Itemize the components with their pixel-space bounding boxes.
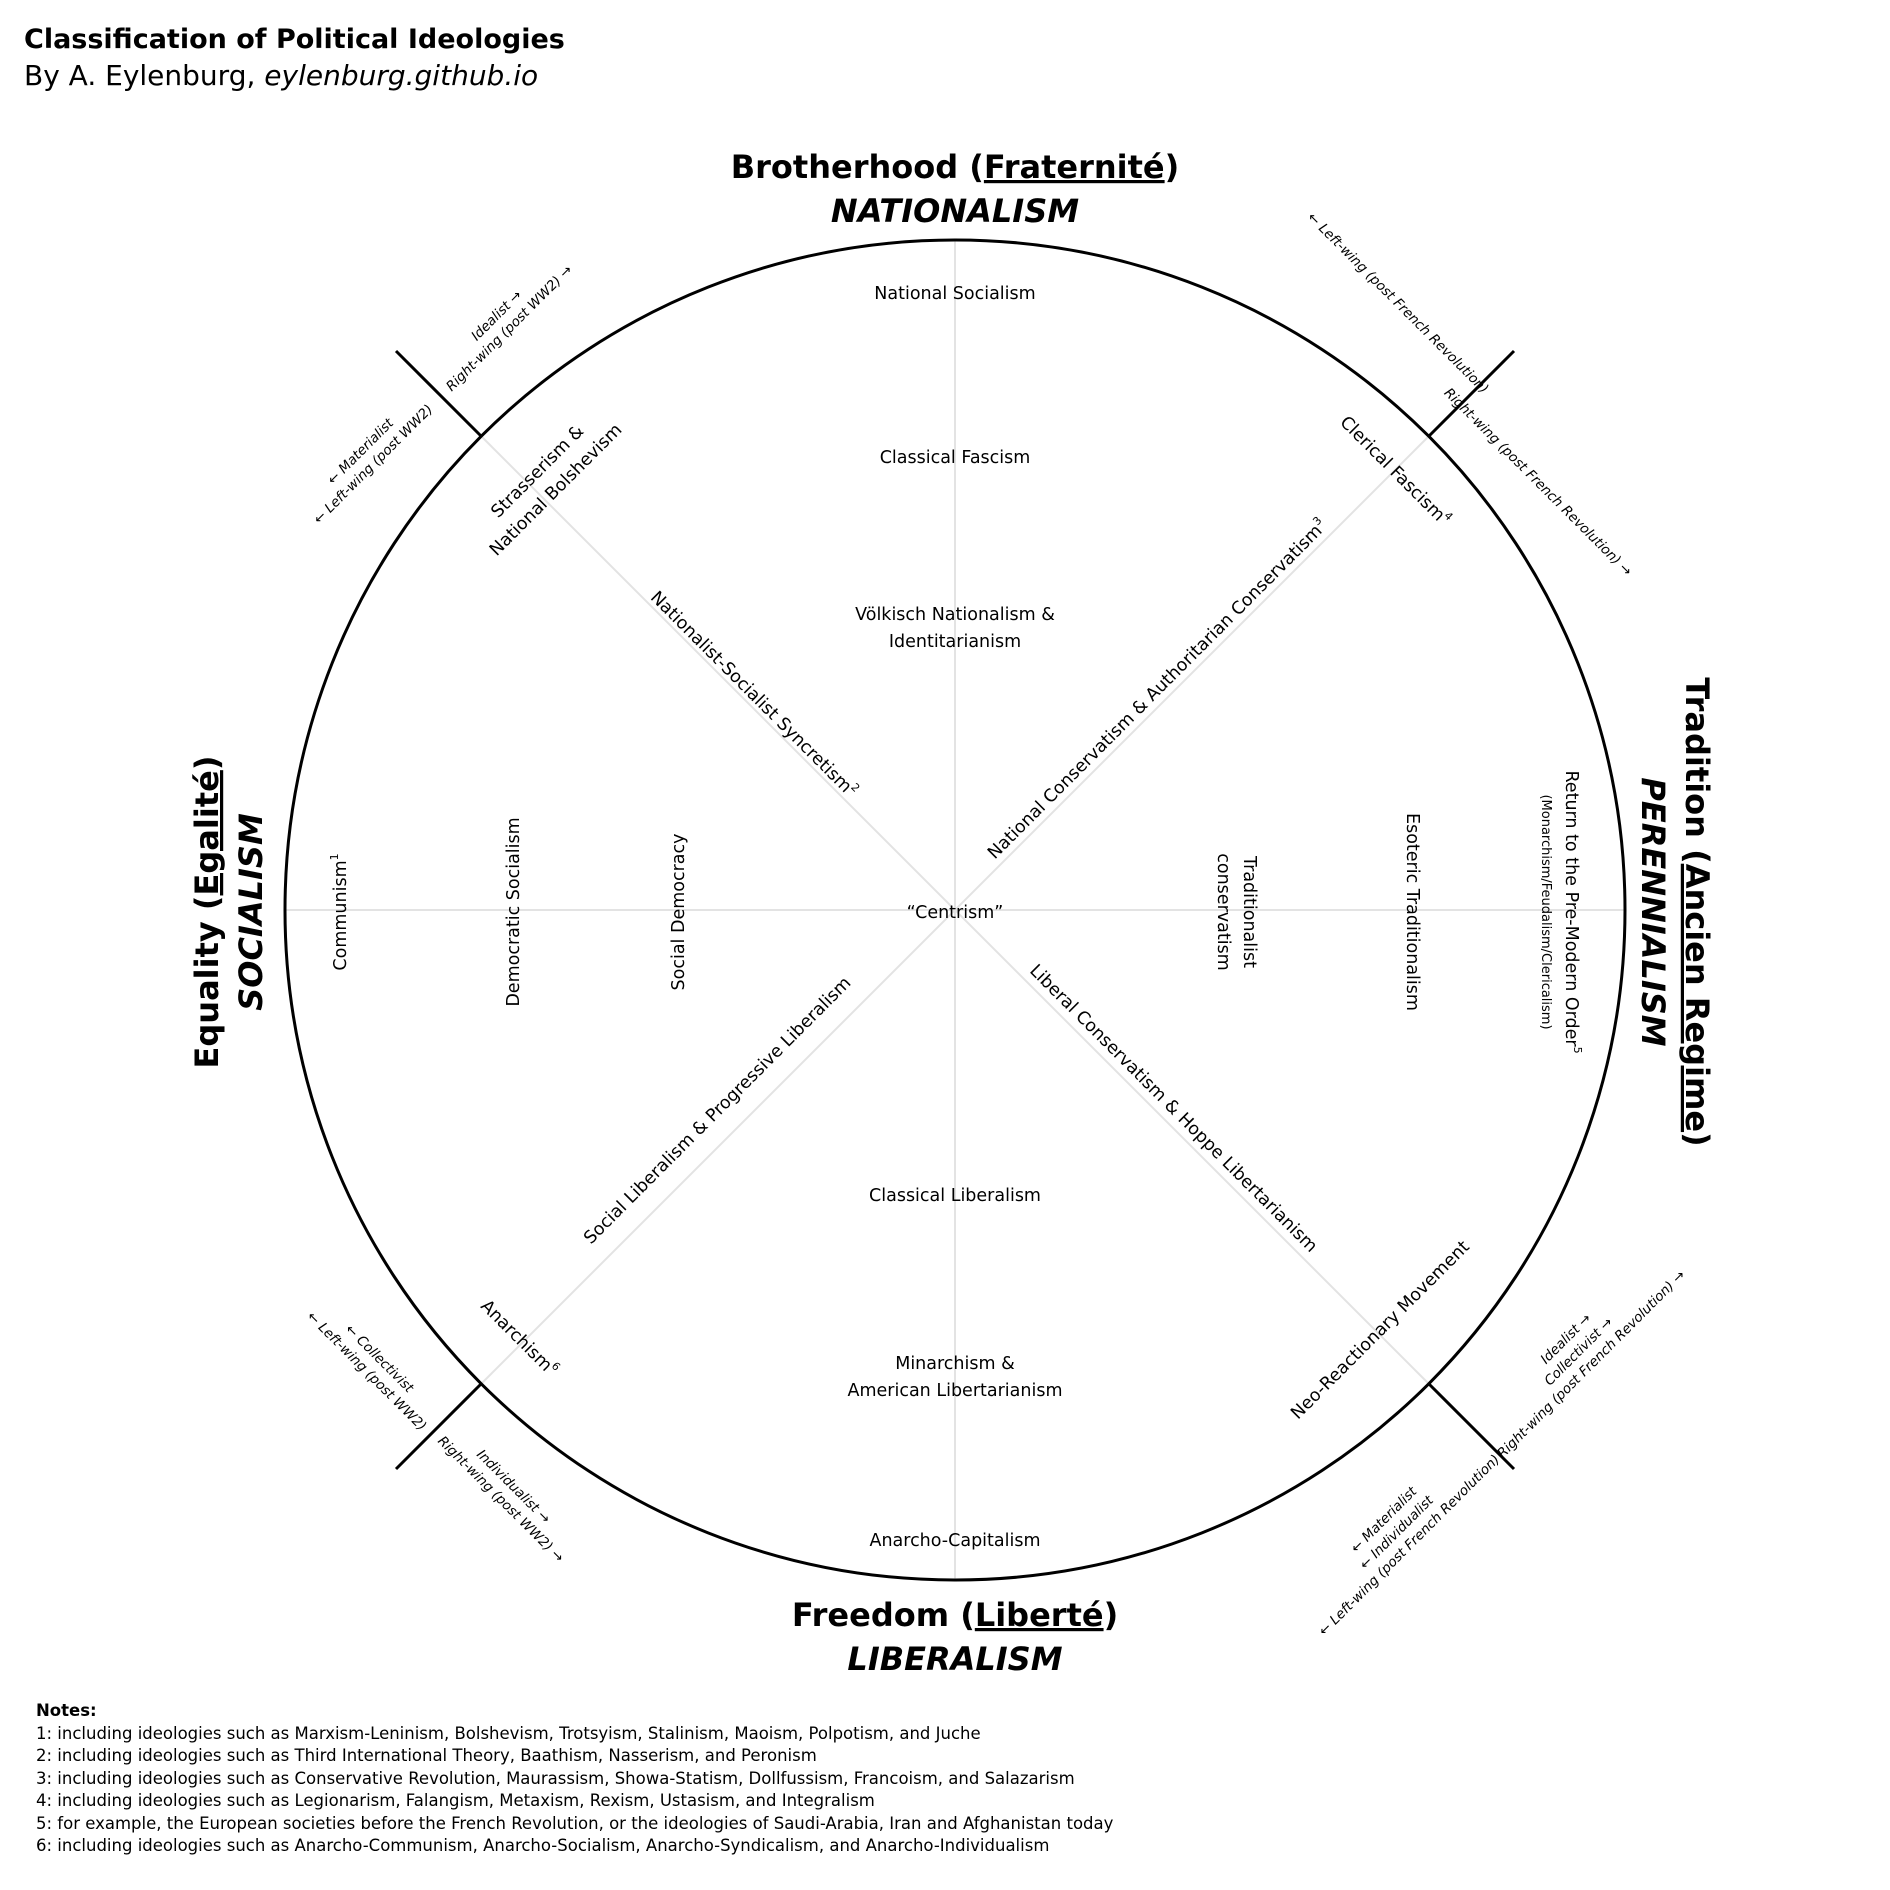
- note-item-6: 6: including ideologies such as Anarcho-…: [36, 1836, 1050, 1855]
- label-communism: Communism1: [328, 853, 351, 970]
- note-se-right-wing: Right-wing (post French Revolution) →: [1494, 1267, 1688, 1461]
- label-classical-fascism: Classical Fascism: [880, 448, 1031, 468]
- main-circle: [283, 238, 1627, 1582]
- note-item-4: 4: including ideologies such as Legionar…: [36, 1791, 875, 1810]
- pole-bottom: Freedom (Liberté) LIBERALISM: [792, 1596, 1118, 1678]
- pole-left-label: Equality (Egalité): [188, 756, 226, 1069]
- spoke-diagonal-ne-sw: [480, 435, 1430, 1385]
- label-liberal-conservatism: Liberal Conservatism & Hoppe Libertarian…: [1025, 961, 1321, 1257]
- label-volkisch-nationalism: Völkisch Nationalism &: [855, 605, 1055, 625]
- label-neo-reactionary: Neo-Reactionary Movement: [1287, 1237, 1474, 1424]
- note-nw-right-wing: Right-wing (post WW2) →: [443, 262, 576, 395]
- label-national-conservatism: National Conservatism & Authoritarian Co…: [982, 514, 1331, 863]
- pole-bottom-ideology: LIBERALISM: [847, 1640, 1062, 1678]
- label-return-premodern-order: Return to the Pre-Modern Order5: [1561, 770, 1584, 1053]
- label-esoteric-traditionalism: Esoteric Traditionalism: [1402, 813, 1422, 1011]
- pole-right: Tradition (Ancien Regime) PERENNIALISM: [1634, 677, 1716, 1146]
- pole-top-label: Brotherhood (Fraternité): [731, 148, 1179, 186]
- tick-ne: [1427, 349, 1516, 438]
- byline-author: By A. Eylenburg,: [24, 59, 265, 92]
- note-item-2: 2: including ideologies such as Third In…: [36, 1746, 817, 1765]
- header: Classification of Political Ideologies B…: [24, 24, 565, 92]
- notes: Notes: 1: including ideologies such as M…: [36, 1700, 1113, 1858]
- label-minarchism: Minarchism &: [895, 1354, 1015, 1374]
- tick-se: [1427, 1382, 1516, 1471]
- page-title: Classification of Political Ideologies: [24, 24, 565, 55]
- label-anarcho-capitalism: Anarcho-Capitalism: [869, 1531, 1040, 1551]
- label-centrism: “Centrism”: [907, 903, 1004, 923]
- label-identitarianism: Identitarianism: [889, 632, 1021, 652]
- label-democratic-socialism: Democratic Socialism: [504, 817, 524, 1006]
- label-anarchism: Anarchism6: [476, 1294, 563, 1381]
- pole-left: Equality (Egalité) SOCIALISM: [188, 756, 270, 1069]
- note-item-1: 1: including ideologies such as Marxism-…: [36, 1723, 981, 1743]
- ticks: [394, 349, 1516, 1471]
- note-sw-left-wing: ← Left-wing (post WW2): [304, 1309, 430, 1435]
- pole-bottom-label: Freedom (Liberté): [792, 1596, 1118, 1634]
- label-traditionalist: Traditionalist: [1239, 855, 1259, 968]
- note-se-left-wing: ← Left-wing (post French Revolution): [1316, 1452, 1503, 1639]
- tick-sw: [394, 1382, 483, 1471]
- label-social-democracy: Social Democracy: [669, 834, 689, 991]
- tick-nw: [394, 349, 483, 438]
- label-nationalist-socialist-syncretism: Nationalist-Socialist Syncretism2: [646, 586, 862, 802]
- note-ne-left-wing: ← Left-wing (post French Revolution): [1304, 209, 1491, 396]
- notes-heading: Notes:: [36, 1701, 97, 1720]
- label-american-libertarianism: American Libertarianism: [847, 1381, 1062, 1401]
- byline: By A. Eylenburg, eylenburg.github.io: [24, 59, 565, 92]
- note-item-5: 5: for example, the European societies b…: [36, 1813, 1114, 1833]
- label-conservatism: conservatism: [1213, 853, 1233, 970]
- label-monarchism-feudalism: (Monarchism/Feudalism/Clericalism): [1538, 794, 1553, 1029]
- pole-right-ideology: PERENNIALISM: [1634, 777, 1672, 1046]
- label-classical-liberalism: Classical Liberalism: [869, 1186, 1041, 1206]
- pole-top: Brotherhood (Fraternité) NATIONALISM: [731, 148, 1179, 230]
- pole-right-label: Tradition (Ancien Regime): [1678, 677, 1716, 1146]
- spokes: [285, 240, 1625, 1580]
- label-national-socialism: National Socialism: [874, 284, 1035, 304]
- byline-site: eylenburg.github.io: [264, 59, 539, 92]
- note-sw-right-wing: Right-wing (post WW2) →: [434, 1433, 567, 1566]
- note-item-3: 3: including ideologies such as Conserva…: [36, 1768, 1075, 1788]
- label-social-liberalism: Social Liberalism & Progressive Liberali…: [580, 973, 855, 1248]
- pole-top-ideology: NATIONALISM: [831, 192, 1079, 230]
- pole-left-ideology: SOCIALISM: [232, 813, 270, 1011]
